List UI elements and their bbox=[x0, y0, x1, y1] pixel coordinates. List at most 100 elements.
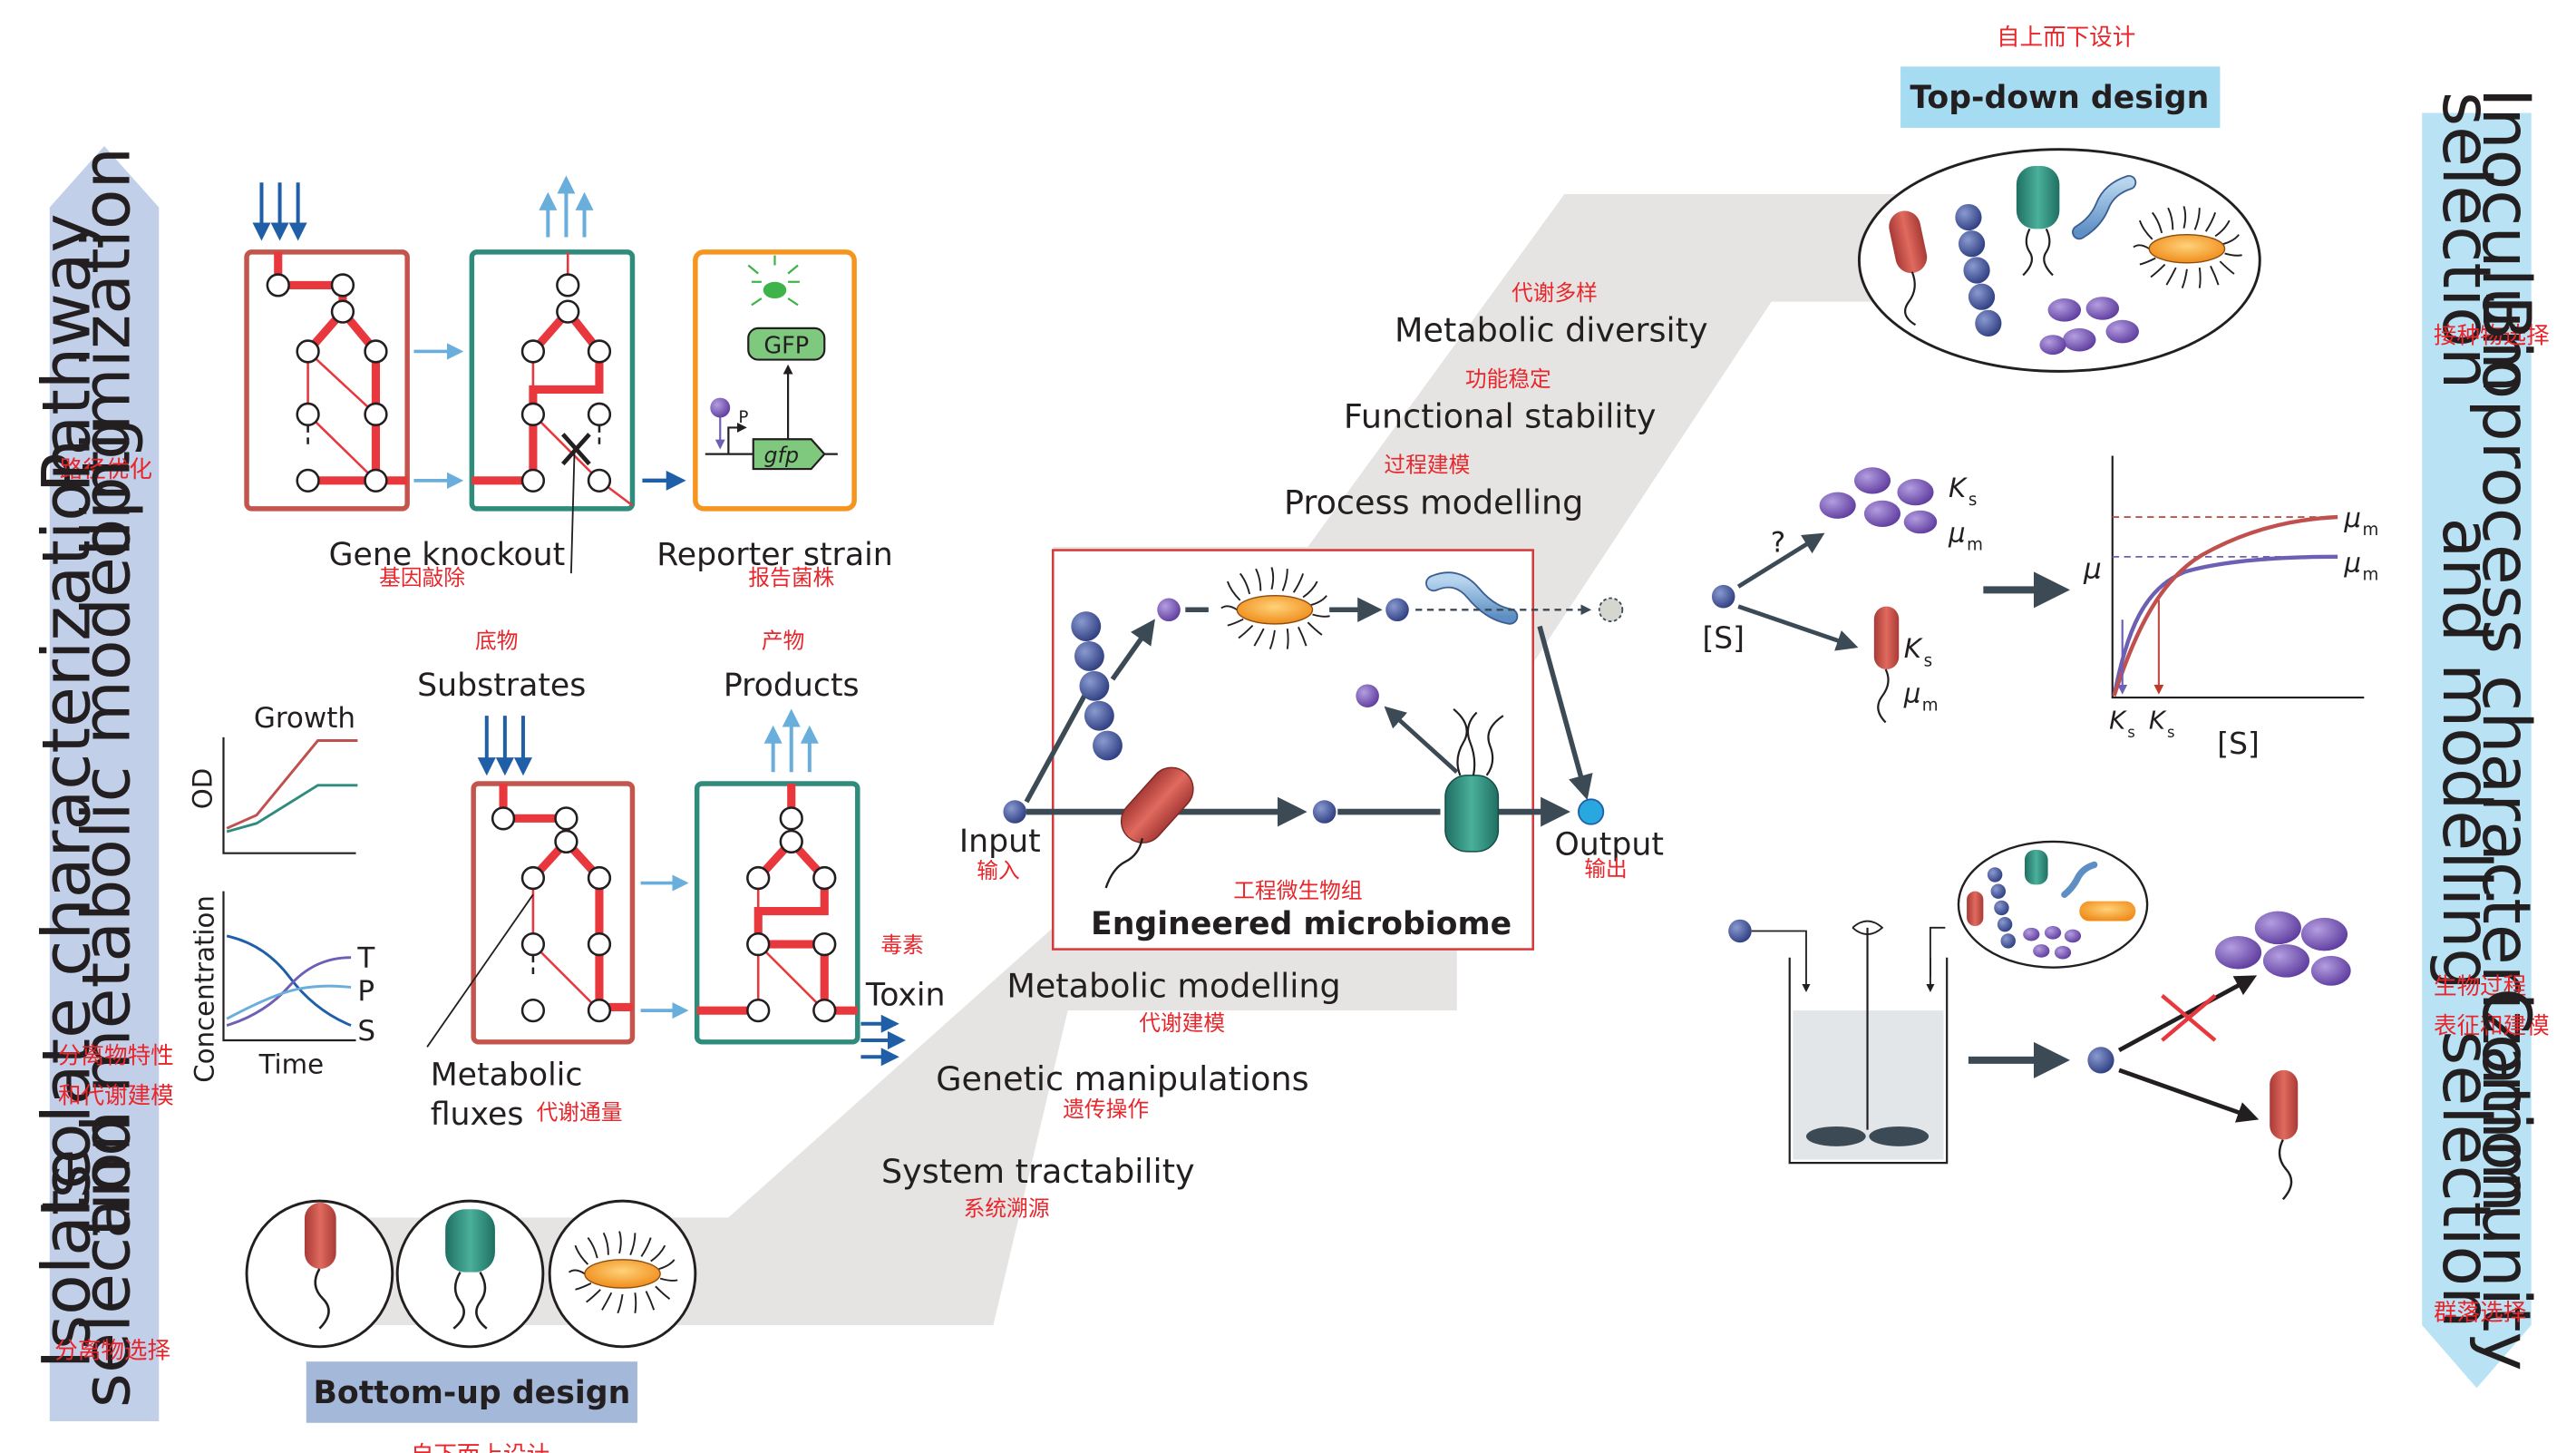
fluorescence-icon bbox=[747, 255, 800, 307]
svg-text:OD: OD bbox=[188, 768, 219, 809]
gfp-gene-arrow bbox=[752, 438, 826, 471]
purple-cocci-rejected bbox=[2214, 911, 2351, 986]
output-molecule bbox=[1578, 798, 1605, 825]
pathway-network-box bbox=[244, 249, 410, 512]
pathway-optimization-panel: GFP P gfp Gene knockout 基因敲除 Reporter st… bbox=[244, 175, 893, 590]
input-label: Input bbox=[959, 824, 1041, 860]
svg-text:输入: 输入 bbox=[977, 858, 1019, 883]
svg-text:[S]: [S] bbox=[2217, 726, 2260, 761]
svg-text:μ: μ bbox=[1948, 517, 1966, 548]
reporter-strain-label: Reporter strain bbox=[656, 537, 892, 573]
svg-text:Process modelling: Process modelling bbox=[1284, 483, 1583, 522]
coccus-chain bbox=[1071, 611, 1123, 761]
svg-text:Time: Time bbox=[258, 1049, 324, 1080]
svg-text:工程微生物组: 工程微生物组 bbox=[1233, 878, 1362, 903]
right-axis-bioprocess: Bioprocess characterization and modellin… bbox=[2427, 295, 2550, 1213]
svg-text:selection: selection bbox=[2427, 1030, 2504, 1328]
svg-text:GFP: GFP bbox=[763, 332, 809, 359]
left-design-arrow bbox=[49, 146, 160, 1421]
svg-text:Metabolic diversity: Metabolic diversity bbox=[1395, 310, 1708, 349]
flux-network-box bbox=[471, 781, 636, 1045]
bioreactor-vessel bbox=[1788, 920, 1949, 1165]
svg-text:Metabolic modelling: Metabolic modelling bbox=[1006, 967, 1340, 1006]
svg-text:optimization: optimization bbox=[68, 147, 145, 559]
svg-text:基因敲除: 基因敲除 bbox=[379, 565, 465, 590]
svg-text:μ: μ bbox=[2343, 547, 2361, 578]
svg-text:s: s bbox=[1968, 491, 1978, 510]
svg-text:?: ? bbox=[1771, 526, 1785, 559]
svg-text:底物: 底物 bbox=[475, 628, 518, 653]
svg-text:自下而上设计: 自下而上设计 bbox=[411, 1442, 549, 1453]
isolate-characterization-panel: Growth OD Concentration T P S Time 底物 Su… bbox=[188, 628, 946, 1133]
inducer-molecule-icon bbox=[710, 397, 731, 418]
svg-text:s: s bbox=[1924, 651, 1933, 670]
concentration-chart: Concentration T P S Time bbox=[190, 891, 375, 1083]
svg-text:Pathway: Pathway bbox=[29, 213, 106, 492]
toxin-label: Toxin bbox=[865, 978, 946, 1014]
svg-text:K: K bbox=[2149, 707, 2167, 736]
svg-text:Bottom-up design: Bottom-up design bbox=[313, 1375, 630, 1411]
svg-text:Isolate characterization: Isolate characterization bbox=[29, 439, 106, 1218]
svg-text:μ: μ bbox=[2083, 553, 2102, 586]
knockout-cross-icon bbox=[561, 433, 591, 466]
svg-text:生物过程: 生物过程 bbox=[2434, 973, 2526, 1000]
svg-text:K: K bbox=[2109, 707, 2127, 736]
engineered-microbiome-panel: 代谢多样 Metabolic diversity 功能稳定 Functional… bbox=[881, 280, 1708, 1222]
bioprocess-characterization: [S] ? K s μ m K s μ m μ μ bbox=[1702, 455, 2378, 761]
svg-text:毒素: 毒素 bbox=[880, 932, 923, 958]
svg-text:代谢建模: 代谢建模 bbox=[1139, 1010, 1225, 1036]
bottom-up-label: Bottom-up design 自下而上设计 bbox=[306, 1361, 637, 1453]
svg-text:and metabolic modelling: and metabolic modelling bbox=[68, 418, 145, 1240]
svg-text:[S]: [S] bbox=[1702, 619, 1745, 655]
svg-text:Isolate: Isolate bbox=[29, 1149, 106, 1370]
svg-text:fluxes: fluxes bbox=[431, 1097, 524, 1133]
right-axis-inoculum: Inoculum selection 接种物选择 bbox=[2427, 88, 2550, 394]
gene-knockout-label: Gene knockout bbox=[329, 537, 566, 573]
svg-text:和代谢建模: 和代谢建模 bbox=[58, 1082, 174, 1109]
svg-text:遗传操作: 遗传操作 bbox=[1063, 1097, 1149, 1122]
svg-text:路径优化: 路径优化 bbox=[60, 456, 152, 483]
svg-text:分离物特性: 分离物特性 bbox=[58, 1043, 174, 1070]
svg-text:Inoculum: Inoculum bbox=[2467, 88, 2544, 394]
output-label: Output bbox=[1554, 827, 1664, 863]
svg-text:代谢通量: 代谢通量 bbox=[537, 1100, 623, 1126]
svg-text:群落选择: 群落选择 bbox=[2434, 1300, 2526, 1327]
svg-text:m: m bbox=[1922, 697, 1939, 716]
left-axis-pathway: Pathway optimization 路径优化 bbox=[29, 147, 152, 559]
svg-text:接种物选择: 接种物选择 bbox=[2434, 322, 2550, 349]
svg-text:产物: 产物 bbox=[762, 628, 804, 653]
left-axis-isolate-selection: Isolate selection 分离物选择 bbox=[29, 1110, 170, 1408]
teal-rod-bacterium bbox=[1444, 707, 1504, 853]
svg-text:Functional stability: Functional stability bbox=[1344, 396, 1657, 435]
svg-text:表征和建模: 表征和建模 bbox=[2434, 1013, 2550, 1040]
svg-text:μ: μ bbox=[2343, 502, 2361, 533]
svg-text:selection: selection bbox=[2427, 92, 2504, 389]
substrates-label: Substrates bbox=[417, 668, 586, 704]
gfp-protein-box bbox=[747, 327, 826, 361]
inoculum-community bbox=[1857, 148, 2261, 373]
rejected-cross-icon bbox=[2161, 994, 2217, 1042]
svg-text:gfp: gfp bbox=[764, 443, 799, 468]
svg-text:s: s bbox=[2127, 724, 2135, 741]
svg-text:μ: μ bbox=[1903, 678, 1921, 709]
svg-text:Bioprocess characterization: Bioprocess characterization bbox=[2467, 295, 2544, 1213]
svg-text:System tractability: System tractability bbox=[881, 1152, 1195, 1191]
svg-text:Top-down design: Top-down design bbox=[1910, 80, 2209, 116]
red-rod-bacterium bbox=[1104, 766, 1194, 889]
top-down-label: 自上而下设计 Top-down design bbox=[1900, 24, 2221, 128]
svg-text:功能稳定: 功能稳定 bbox=[1465, 366, 1551, 392]
right-design-arrow bbox=[2422, 112, 2532, 1389]
svg-text:T: T bbox=[356, 942, 375, 975]
left-axis-isolate-characterization: Isolate characterization and metabolic m… bbox=[29, 418, 174, 1240]
svg-text:自上而下设计: 自上而下设计 bbox=[1997, 24, 2135, 52]
svg-text:P: P bbox=[738, 408, 748, 427]
growth-chart: Growth OD bbox=[188, 702, 358, 854]
purple-cocci-cluster bbox=[1819, 467, 1938, 534]
svg-text:系统溯源: 系统溯源 bbox=[964, 1196, 1050, 1222]
svg-text:输出: 输出 bbox=[1584, 856, 1627, 882]
svg-text:K: K bbox=[1904, 633, 1924, 664]
metabolic-fluxes-label: Metabolic bbox=[431, 1057, 583, 1093]
svg-text:代谢多样: 代谢多样 bbox=[1512, 280, 1598, 306]
products-label: Products bbox=[724, 668, 860, 704]
